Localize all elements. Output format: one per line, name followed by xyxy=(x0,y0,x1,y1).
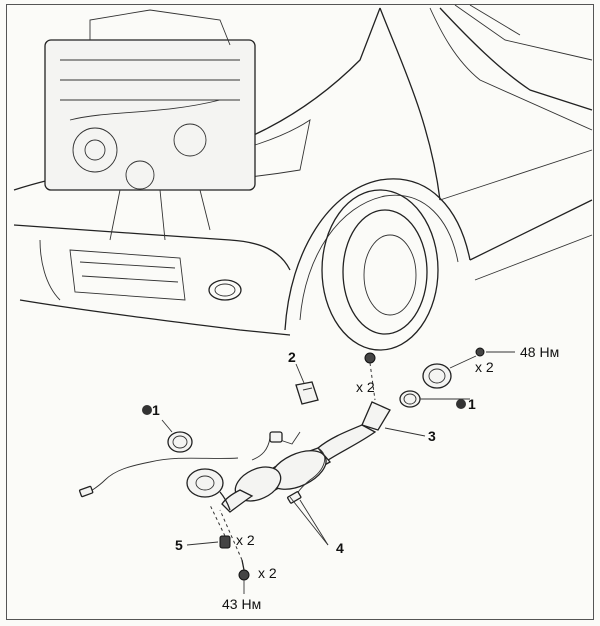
gasket-left xyxy=(167,431,193,453)
flange-bolt xyxy=(475,347,485,357)
replace-marker-right xyxy=(456,399,466,409)
qty-nut-top: x 2 xyxy=(356,379,375,395)
callout-1-left: 1 xyxy=(152,402,160,418)
torque-top-right: 48 Нм xyxy=(520,344,559,360)
vehicle-body-illustration xyxy=(13,4,593,351)
nut xyxy=(364,352,376,364)
rubber-hanger xyxy=(295,381,319,405)
exhaust-parts xyxy=(78,347,485,581)
qty-stud: x 2 xyxy=(236,532,255,548)
callout-5: 5 xyxy=(175,537,183,553)
front-flange xyxy=(186,468,224,498)
torque-bottom: 43 Нм xyxy=(222,596,261,612)
qty-bolt-bottom: x 2 xyxy=(258,565,277,581)
qty-bolt-right: x 2 xyxy=(475,359,494,375)
leader-lines xyxy=(161,351,515,594)
manifold-flange xyxy=(422,363,452,389)
diagram-frame xyxy=(6,4,594,620)
callout-4: 4 xyxy=(336,540,344,556)
stud xyxy=(219,535,231,549)
bolt-bottom xyxy=(238,569,250,581)
replace-marker-left xyxy=(142,405,152,415)
callout-3: 3 xyxy=(428,428,436,444)
gasket-right xyxy=(399,390,421,408)
callout-1-right: 1 xyxy=(468,396,476,412)
callout-2: 2 xyxy=(288,349,296,365)
